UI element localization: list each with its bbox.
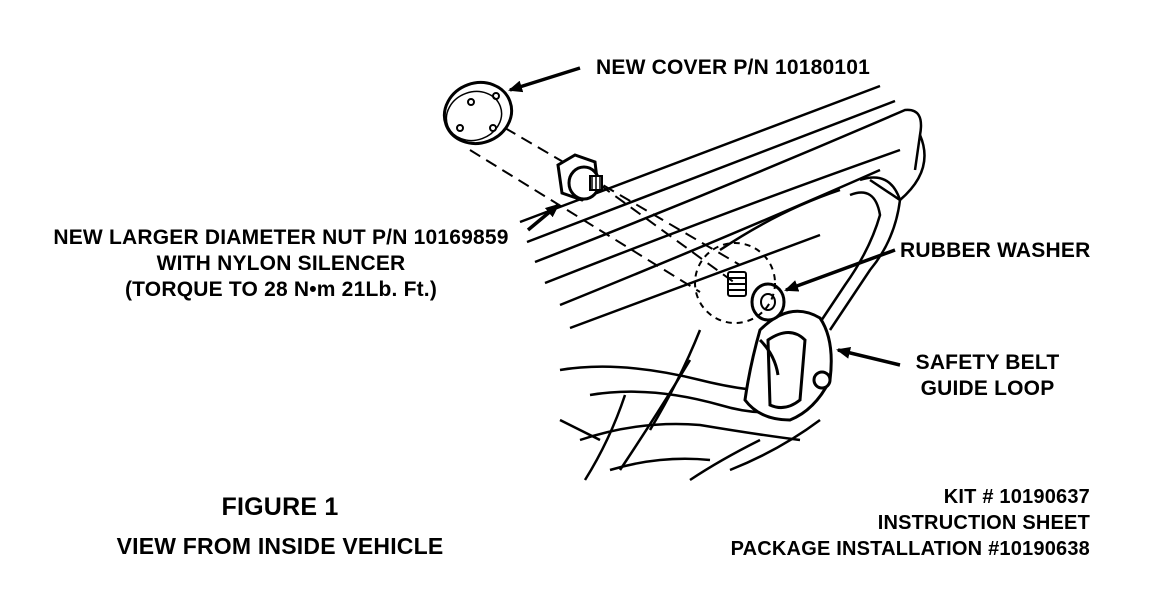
anchor-stud — [727, 271, 747, 297]
guide-loop-label-line2: GUIDE LOOP — [920, 377, 1055, 400]
washer-leader-arrow — [784, 248, 896, 292]
pillar-frame — [583, 176, 902, 481]
nut-label: NEW LARGER DIAMETER NUT P/N 10169859 WIT… — [26, 225, 536, 303]
washer-label: RUBBER WASHER — [900, 239, 1091, 262]
guide-loop-bracket — [743, 309, 833, 422]
nut-label-line3: (TORQUE TO 28 N•m 21Lb. Ft.) — [124, 278, 438, 301]
nut-part — [556, 153, 603, 202]
figure-title: FIGURE 1 — [221, 493, 339, 521]
guide-loop-label-line1: SAFETY BELT — [915, 351, 1060, 374]
cover-part — [442, 81, 514, 145]
assembly-centerlines — [469, 127, 741, 293]
body-panel — [519, 84, 926, 330]
nut-leader-arrow — [526, 203, 560, 232]
cover-leader-arrow — [508, 66, 581, 93]
kit-info: KIT # 10190637 INSTRUCTION SHEET PACKAGE… — [620, 484, 1090, 562]
nut-label-line1: NEW LARGER DIAMETER NUT P/N 10169859 — [53, 226, 509, 249]
guide-loop-leader-arrow — [836, 346, 901, 367]
kit-number: KIT # 10190637 — [943, 486, 1090, 508]
instruction-sheet-label: INSTRUCTION SHEET — [877, 512, 1090, 534]
stud-detail-circle — [694, 242, 776, 324]
guide-loop-label: SAFETY BELT GUIDE LOOP — [900, 350, 1075, 402]
package-installation-number: PACKAGE INSTALLATION #10190638 — [730, 538, 1090, 560]
nut-label-line2: WITH NYLON SILENCER — [156, 252, 406, 275]
figure-subtitle: VIEW FROM INSIDE VEHICLE — [116, 533, 444, 559]
leader-arrows — [508, 66, 901, 367]
cover-label: NEW COVER P/N 10180101 — [596, 56, 871, 79]
rubber-washer — [750, 282, 786, 322]
